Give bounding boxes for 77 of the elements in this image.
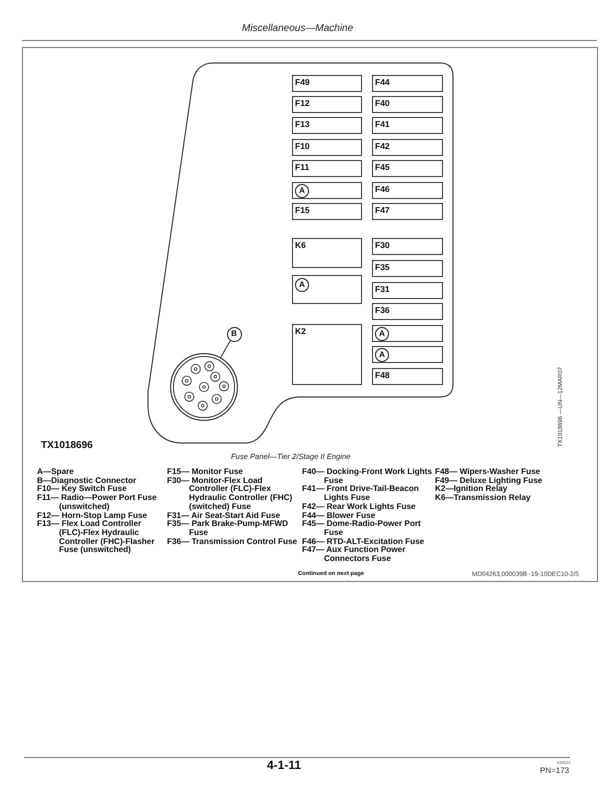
slot-label: F15 [295,205,310,215]
slot-label: F35 [375,262,390,272]
key-entry: F36— Transmission Control Fuse [167,538,298,546]
slot-label: F36 [375,305,390,315]
key-entry: F31— Air Seat-Start Aid Fuse [167,512,282,520]
slot-label: F11 [295,162,310,172]
fuse-slot [372,203,443,220]
fuse-slot [372,260,443,277]
fuse-slot [372,182,443,199]
key-entry: F10— Key Switch Fuse [37,485,128,494]
fuse-slot [372,75,443,92]
fuse-slot [292,117,362,134]
fuse-slot [372,117,443,134]
fuse-slot [292,96,362,113]
fuse-slot [372,346,443,363]
fuse-slot [292,160,362,177]
relay-slot [292,275,362,304]
slot-label: F31 [375,284,390,294]
slot-label: F42 [375,141,390,151]
slot-label: F40 [375,98,390,108]
fuse-slot [372,139,443,156]
slot-label: F48 [375,370,390,380]
key-entry: F41— Front Drive-Tail-Beacon Lights Fuse [302,485,420,503]
figure-id: TX1018696 [41,440,93,452]
callout-letter: A [295,184,309,198]
key-entry: K2—Ignition Relay [435,485,508,494]
callout-letter: A [375,348,389,362]
slot-label: F46 [375,184,390,194]
fuse-slot [292,182,362,199]
running-header: Miscellaneous—Machine [242,23,354,35]
key-entry: F30— Monitor-Flex Load Controller (FLC)-Flex Hydraulic Controller (FHC) (switched) Fuse [167,476,294,512]
fuse-slot [372,160,443,177]
key-entry: F15— Monitor Fuse [167,468,244,477]
key-entry: F48— Wipers-Washer Fuse [435,468,542,477]
slot-label: F49 [295,77,310,87]
key-entry: F12— Horn-Stop Lamp Fuse [37,512,148,520]
key-entry: F40— Docking-Front Work Lights Fuse [302,468,433,485]
slot-label: F47 [375,205,390,215]
fuse-slot [372,368,443,385]
key-entry: F11— Radio—Power Port Fuse (unswitched) [37,494,158,512]
relay-slot [292,238,362,268]
fuse-slot [292,75,362,92]
key-entry: F35— Park Brake-Pump-MFWD Fuse [167,520,290,538]
slot-label: F30 [375,240,390,250]
key-entry: B—Diagnostic Connector [37,476,138,485]
key-entry: F13— Flex Load Controller (FLC)-Flex Hydraulic Controller (FHC)-Flasher Fuse (unswitched) [37,520,156,556]
key-entry: F42— Rear Work Lights Fuse [302,502,417,512]
slot-label: F44 [375,77,390,87]
fuse-slot [292,203,362,220]
callout-letter: B [226,326,242,342]
relay-slot [292,324,362,385]
fuse-slot [372,282,443,299]
fuse-slot [292,139,362,156]
slot-label: F10 [295,141,310,151]
key-entry: F47— Aux Function Power Connectors Fuse [302,546,406,564]
callout-letter: A [295,278,309,292]
key-entry: K6—Transmission Relay [435,494,532,503]
callout-letter: A [375,326,389,340]
key-entry: F49— Deluxe Lighting Fuse [435,476,544,485]
key-entry: F45— Dome-Radio-Power Port Fuse [302,520,422,538]
fuse-slot [372,96,443,113]
fuse-slot [372,325,443,342]
key-entry: F44— Blower Fuse [302,512,376,520]
page-number: 4-1-11 [267,758,302,772]
fuse-slot [372,238,443,255]
leader-line [220,340,231,358]
slot-label: K2 [295,326,306,336]
slot-label: F13 [295,119,310,129]
slot-label: F12 [295,98,310,108]
page-code: PN=173 [540,766,570,775]
key-entry: A—Spare [37,468,75,477]
fuse-slot [372,303,443,320]
slot-label: F45 [375,162,390,172]
slot-label: K6 [295,240,306,250]
key-entry: F46— RTD-ALT-Excitation Fuse [302,538,426,546]
round-connector [170,353,238,421]
slot-label: F41 [375,119,390,129]
